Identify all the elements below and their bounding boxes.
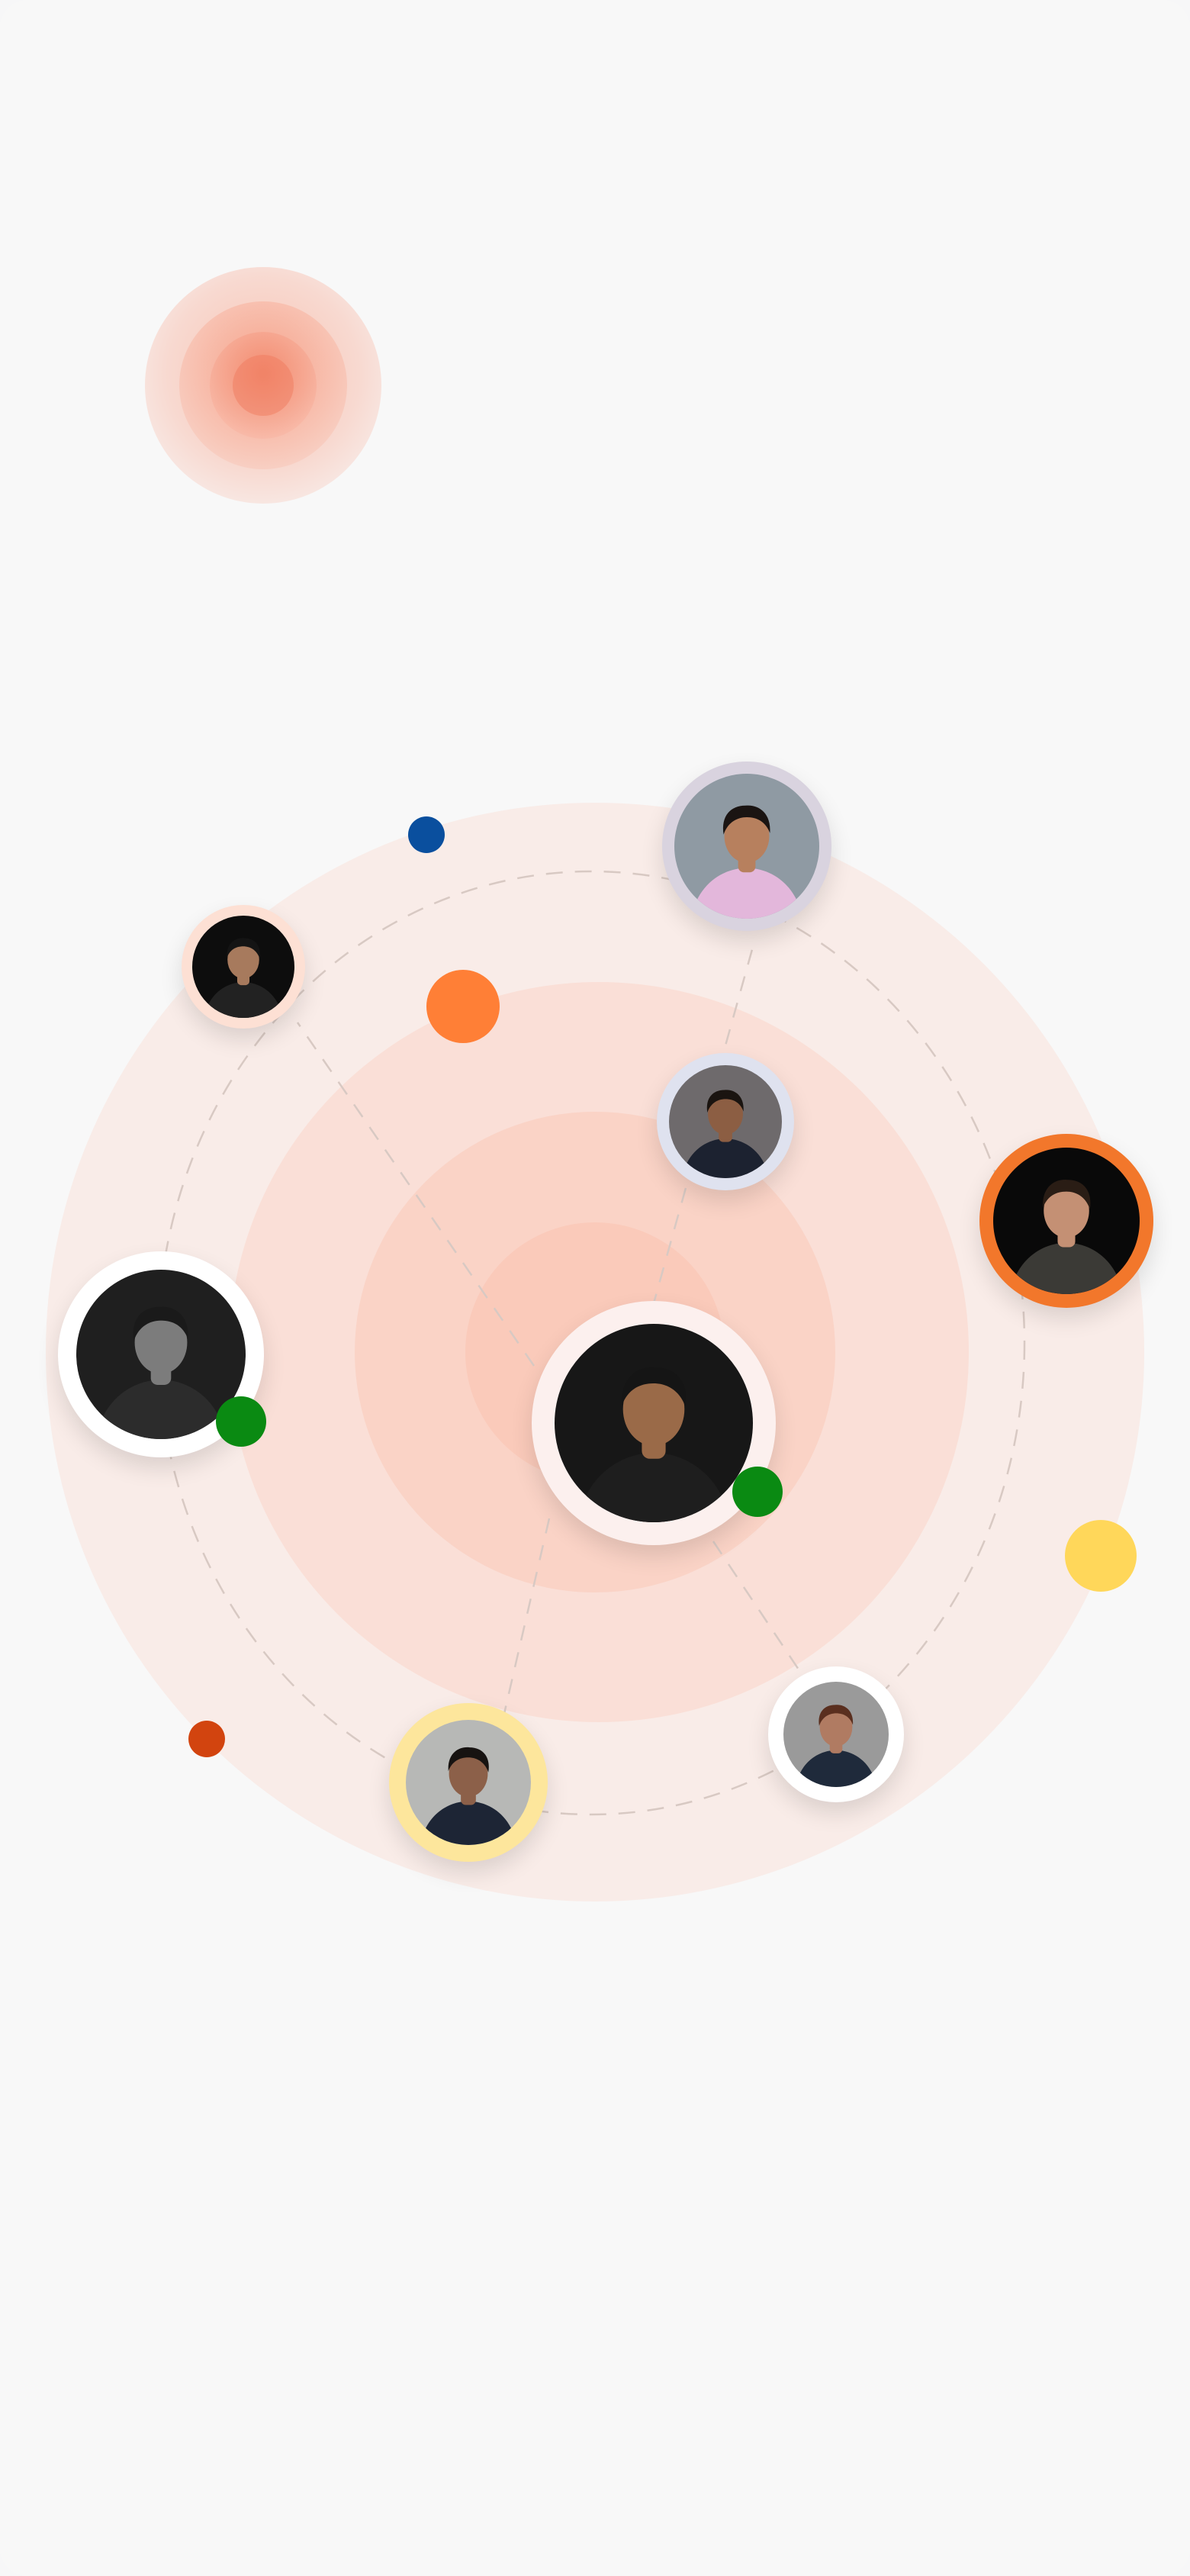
accent-dot-blue [408,816,445,853]
avatar-photo [406,1720,531,1845]
online-status-icon [216,1396,266,1447]
online-status-icon [732,1467,783,1517]
accent-dot-yellow [1065,1520,1137,1592]
accent-dot-orange [426,970,500,1043]
avatar-photo [783,1682,889,1787]
avatar-photo [192,916,294,1018]
accent-dot-red [188,1721,225,1757]
avatar-photo [555,1324,753,1522]
avatar-man-middle[interactable] [657,1053,794,1190]
avatar-woman-bottom-right[interactable] [768,1666,904,1802]
avatar-man-bottom[interactable] [389,1703,548,1862]
avatar-woman-top[interactable] [662,762,831,931]
avatar-photo [76,1270,246,1439]
avatar-center-user[interactable] [532,1301,776,1545]
radar-ring-inner [210,332,317,439]
avatar-man-top-left[interactable] [182,905,305,1029]
radar-pulse-icon [145,267,381,504]
avatar-man-right[interactable] [979,1134,1153,1308]
avatar-photo [993,1148,1140,1294]
avatar-photo [674,774,819,919]
avatar-photo [669,1065,782,1178]
radar-ring-core [233,355,294,416]
